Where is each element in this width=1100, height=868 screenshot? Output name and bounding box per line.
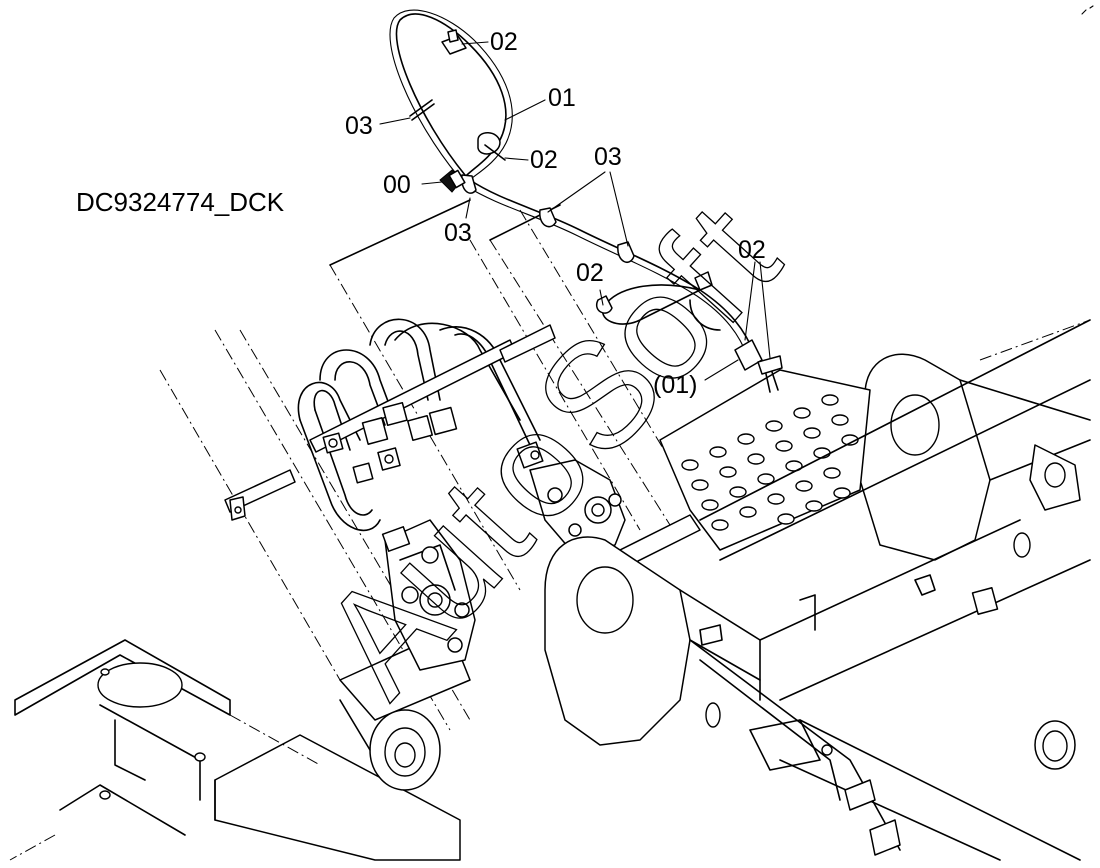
valve-block-center [516, 441, 626, 556]
callout-03-lower[interactable]: 03 [444, 219, 472, 247]
perforation-hole [701, 499, 719, 511]
chassis-frame-right [689, 319, 1091, 861]
perforation-hole [757, 473, 775, 485]
callout-labels: 02 01 03 02 03 00 03 02 02 (01) [345, 28, 766, 399]
perforation-hole [793, 407, 811, 419]
callout-02-clamp[interactable]: 02 [530, 146, 558, 174]
boom-bracket-right [859, 353, 1091, 561]
perforation-hole [841, 434, 859, 446]
perforation-hole [805, 500, 823, 512]
perforation-hole [821, 394, 839, 406]
cable-ties [409, 99, 435, 121]
document-id: DC9324774_DCK [76, 187, 285, 217]
callout-02-lower-left[interactable]: 02 [576, 259, 604, 287]
perforation-hole [765, 420, 783, 432]
perforation-hole [831, 414, 849, 426]
perforation-hole [767, 493, 785, 505]
perforation-hole [729, 486, 747, 498]
perforation-hole [823, 467, 841, 479]
callout-00-sensor[interactable]: 00 [383, 171, 411, 199]
perforation-hole [813, 447, 831, 459]
perforation-hole [803, 427, 821, 439]
valve-block-left [381, 519, 476, 671]
callout-02-top[interactable]: 02 [490, 28, 518, 56]
leader-lines [379, 41, 771, 381]
perforation-hole [747, 453, 765, 465]
perforation-hole [737, 433, 755, 445]
perforation-hole [739, 506, 757, 518]
perforation-hole [833, 487, 851, 499]
callout-03-upper[interactable]: 03 [594, 143, 622, 171]
perforation-hole [691, 479, 709, 491]
boom-bracket-center [544, 536, 761, 746]
perforation-hole [777, 513, 795, 525]
callout-03-left[interactable]: 03 [345, 112, 373, 140]
callout-02-lower-right[interactable]: 02 [738, 236, 766, 264]
perforation-hole [681, 459, 699, 471]
perforation-hole [795, 480, 813, 492]
hydraulic-pipes [224, 318, 556, 532]
pivot-boss-lower [339, 699, 441, 791]
callout-01-ref[interactable]: (01) [653, 371, 697, 399]
callout-01-main[interactable]: 01 [548, 84, 576, 112]
perforation-hole [709, 446, 727, 458]
corner-mark [1081, 5, 1094, 15]
chassis-frame-left [9, 639, 461, 861]
harness-connectors [734, 339, 783, 393]
perforation-hole [775, 440, 793, 452]
pipe-fittings [322, 401, 458, 484]
sensor-00 [439, 169, 466, 193]
harness-clips [441, 29, 713, 314]
perforation-hole [711, 519, 729, 531]
perforation-hole [719, 466, 737, 478]
